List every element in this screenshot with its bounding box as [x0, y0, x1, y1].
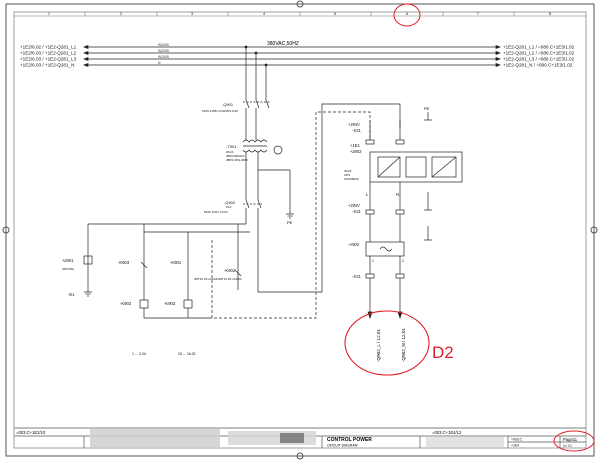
u901-tag: -U901 — [62, 258, 74, 263]
output-ref-l: -Q902_L / 12.01 — [376, 329, 381, 362]
pe-ground-symbols — [286, 112, 432, 241]
a902-pin-2: 2 — [402, 259, 404, 263]
k901-tag: -K901 — [170, 260, 182, 265]
u902-spec1: 3KVA — [344, 169, 351, 173]
frame-marker-top — [296, 0, 304, 8]
bus-label-left-l1: +1E2/6.02 / +1E2-Q281_L1 — [20, 45, 77, 50]
redacted-region-left — [90, 429, 220, 447]
column-label-6: 6 — [406, 12, 408, 16]
cable-tag-l3: W2005 — [158, 55, 169, 59]
x21-mid-label: +2INV — [348, 203, 360, 208]
k902-contact-tag: -K902 — [224, 268, 236, 273]
u902-plus: +1E1 — [350, 143, 361, 148]
q902-spec: 5SJ6 110/7 CC20 — [204, 210, 228, 214]
ups-labels: +2INV -X21 +1E1 -U902 3KVA UPS SUS0604K … — [344, 122, 404, 279]
output-ref-n: -Q902_N / 12.01 — [401, 328, 406, 362]
bottom-ref-left: 1 ← 2.04 — [132, 352, 146, 356]
bus-label-right-l3: +1E2-Q281_L3 / =080.C+1E3/1.02 — [503, 57, 575, 62]
redacted-region-dark — [280, 433, 304, 443]
bus-labels-left: +1E2/6.02 / +1E2-Q281_L1 +1E2/6.03 / +1E… — [20, 45, 77, 68]
k903-coil-tag: -K903 — [118, 260, 130, 265]
ups-section — [365, 120, 463, 320]
red-annotation-circle-top — [393, 3, 421, 27]
bus-label-right-l1: +1E2-Q281_L1 / =080.C+1E3/1.02 — [503, 45, 575, 50]
redacted-region-right — [426, 437, 504, 447]
frame-marker-left — [2, 226, 10, 234]
u902-tag: -U902 — [350, 149, 362, 154]
x21-mid-tag: -X21 — [352, 209, 362, 214]
control-labels: -U901 S6070SL -E1 -K903 -K901 -K902 -K90… — [62, 258, 242, 306]
t901-spec3: JBK5-3PH-3680 — [226, 158, 248, 162]
t901-tag: -T901 — [226, 144, 237, 149]
q901-labels: -Q901 5SJ6 216B CC32/3P3 6/10 — [202, 102, 238, 113]
t901-spec2: 380V/230VAC — [226, 154, 246, 158]
k902-spec: 3RT10 25-1AK04/3RT16 25-1CD00 — [194, 277, 242, 281]
red-annotation-circle-page — [553, 430, 595, 452]
page-number: Page11 — [563, 437, 578, 442]
u902-spec2: UPS — [344, 173, 350, 177]
sheet-inner-frame — [13, 11, 587, 449]
frame-marker-right — [590, 226, 598, 234]
supply-branch — [88, 45, 401, 319]
bus-label-left-l2: +1E2/6.03 / +1E2-Q281_L2 — [20, 51, 77, 56]
title-code-1: =003.C — [511, 438, 523, 442]
x21-top-label: +2INV — [348, 122, 360, 127]
title-ref-right: =003.C+1E4/12 — [432, 430, 462, 435]
q901-spec: 5SJ6 216B CC32/3P3 6/10 — [202, 109, 238, 113]
a902-pin-1: 1 — [372, 259, 374, 263]
bus-cable-tags: W2005 W2005 W2005 N — [158, 43, 169, 65]
cable-tag-l2: W2005 — [158, 49, 169, 53]
column-label-8: 8 — [549, 12, 551, 16]
red-annotation-circle-d2 — [344, 310, 430, 376]
d2-annotation-label: D2 — [432, 343, 454, 362]
sheet-frame — [5, 3, 595, 457]
x21-top-tag: -X21 — [352, 128, 362, 133]
column-label-7: 7 — [477, 12, 479, 16]
q902-tag: -Q902 — [224, 200, 236, 205]
q902-rating: 10A — [226, 205, 231, 209]
k902-coil-tag: -K902 — [120, 301, 132, 306]
bus-label-left-l3: +1E2/6.03 / +1E2-Q281_L3 — [20, 57, 77, 62]
x21-bottom-tag: -X21 — [352, 274, 362, 279]
bus-label-right-n: +1E2-Q281_N / =080.C+1E3/1.02 — [503, 63, 573, 68]
a902-tag: -A902 — [348, 242, 360, 247]
column-label-2: 2 — [120, 12, 122, 16]
title-code-2: +1E4 — [511, 444, 519, 448]
title-ref-left: =003.C+1E2/10 — [16, 430, 46, 435]
t901-spec1: 3KVA — [226, 150, 233, 154]
pe-label-ups: PE — [424, 106, 430, 111]
cable-tag-n: N — [158, 61, 161, 65]
terminal-n-label: N — [396, 192, 399, 197]
bus-labels-right: +1E2-Q281_L1 / =080.C+1E3/1.02 +1E2-Q281… — [503, 45, 575, 68]
u901-spec: S6070SL — [62, 267, 75, 271]
power-buses — [83, 44, 501, 68]
column-label-4: 4 — [263, 12, 265, 16]
e1-tag: -E1 — [68, 292, 75, 297]
q902-labels: -Q902 10A 5SJ6 110/7 CC20 — [204, 200, 236, 214]
k903-coil-tag-2: -K903 — [164, 301, 176, 306]
t901-labels: -T901 3KVA 380V/230VAC JBK5-3PH-3680 — [226, 144, 248, 162]
column-label-1: 1 — [48, 12, 50, 16]
bus-label-right-l2: +1E2-Q281_L2 / =080.C+1E3/1.02 — [503, 51, 575, 56]
column-label-3: 3 — [191, 12, 193, 16]
page-of: (of 12) — [563, 444, 572, 448]
bus-voltage-label: 380VAC,50HZ — [267, 41, 299, 47]
cable-tag-l1: W2005 — [158, 43, 169, 47]
bus-label-left-n: +1E2/6.03 / +1E2-Q281_N — [20, 63, 74, 68]
frame-marker-bottom — [296, 452, 304, 460]
pe-label-transformer: PE — [287, 220, 293, 225]
terminal-l-label: L — [366, 192, 369, 197]
a902-wave-icon — [379, 246, 393, 252]
u902-spec3: SUS0604K — [344, 177, 359, 181]
column-label-5: 5 — [334, 12, 336, 16]
drawing-subtitle: CIRCUIT DIAGRAM — [327, 444, 358, 448]
column-grid: 1 2 3 4 5 6 7 8 — [14, 12, 586, 17]
control-circuit — [83, 224, 242, 319]
q901-tag: -Q901 — [222, 102, 234, 107]
drawing-title: CONTROL POWER — [327, 437, 372, 443]
bottom-ref-right: 15 ← 16.02 — [178, 352, 196, 356]
